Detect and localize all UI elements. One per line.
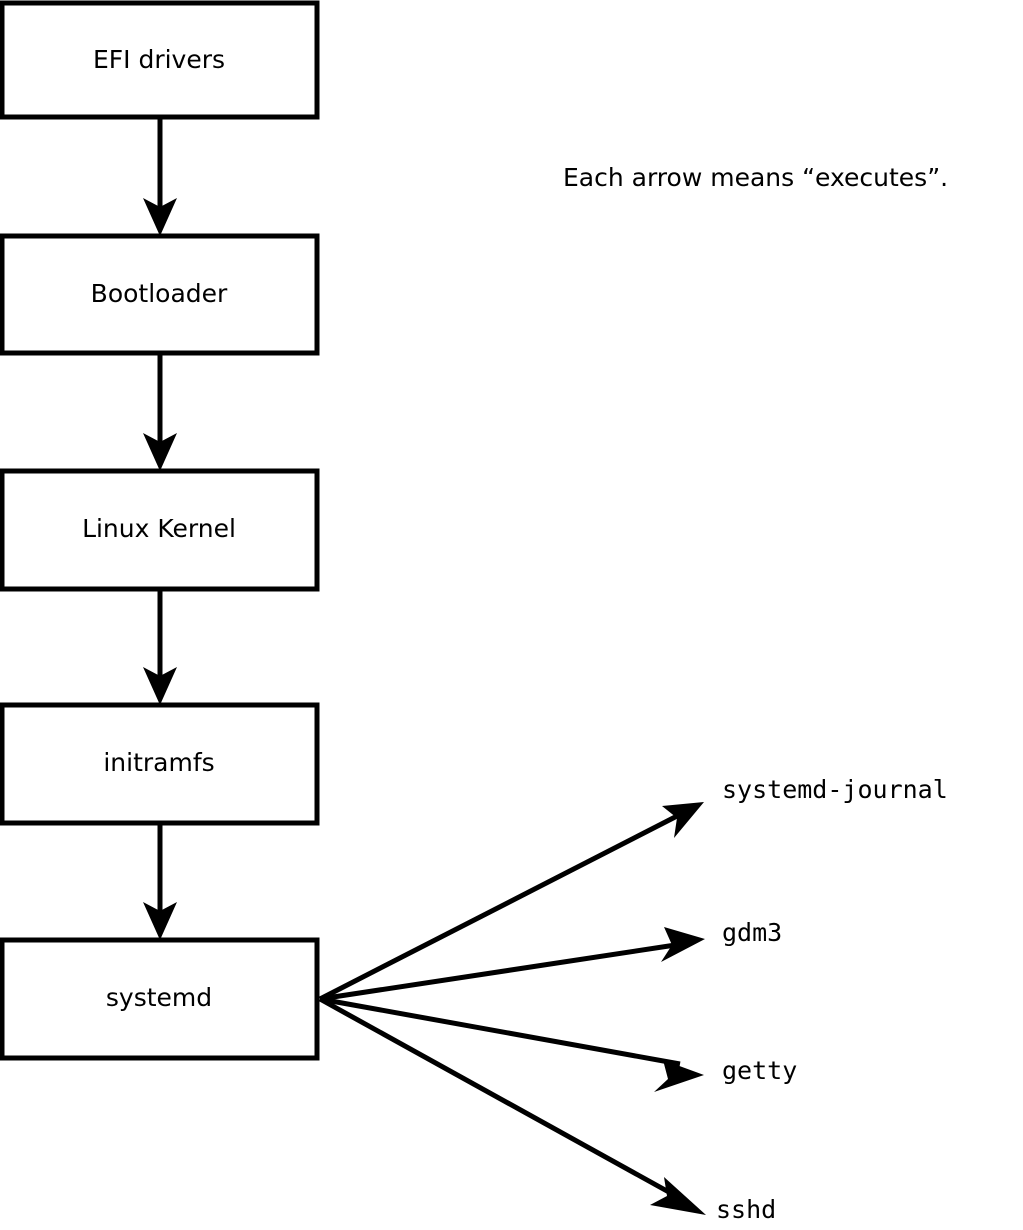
arrow-head-icon [143, 667, 177, 705]
arrow-systemd-to-sshd [318, 996, 706, 1215]
node-bootloader[interactable]: Bootloader [0, 233, 320, 356]
arrow-head-icon [662, 802, 704, 838]
arrow-head-icon [143, 433, 177, 471]
node-initramfs[interactable]: initramfs [0, 702, 320, 826]
arrow-shaft [319, 996, 681, 1067]
arrow-head-icon [650, 1177, 706, 1215]
arrow-head-icon [661, 927, 705, 962]
arrow-head-icon [143, 198, 177, 236]
node-label-bootloader: Bootloader [91, 279, 228, 308]
node-box-efi-drivers[interactable] [0, 0, 320, 120]
node-linux-kernel[interactable]: Linux Kernel [0, 468, 320, 592]
arrow-systemd-to-systemd-journal [318, 802, 704, 1002]
arrow-systemd-to-gdm3 [319, 927, 705, 1002]
arrow-shaft [319, 941, 683, 1002]
arrow-head-icon [654, 1060, 704, 1092]
arrow-linux-kernel-to-initramfs [143, 589, 177, 705]
node-box-bootloader[interactable] [0, 233, 320, 356]
arrow-shaft [318, 811, 683, 1002]
service-label-sshd: sshd [716, 1195, 776, 1224]
node-systemd[interactable]: systemd [0, 937, 320, 1061]
node-label-systemd: systemd [106, 983, 212, 1012]
node-box-initramfs[interactable] [0, 702, 320, 826]
node-efi-drivers[interactable]: EFI drivers [0, 0, 320, 120]
node-label-initramfs: initramfs [103, 748, 214, 777]
service-label-getty: getty [722, 1056, 797, 1085]
arrow-head-icon [143, 902, 177, 940]
arrow-initramfs-to-systemd [143, 823, 177, 940]
service-label-gdm3: gdm3 [722, 918, 782, 947]
arrow-shaft [318, 996, 678, 1199]
service-label-systemd-journal: systemd-journal [722, 775, 948, 804]
node-label-linux-kernel: Linux Kernel [82, 514, 236, 543]
legend-note: Each arrow means “executes”. [563, 163, 948, 192]
node-label-efi-drivers: EFI drivers [93, 45, 225, 74]
node-box-systemd[interactable] [0, 937, 320, 1061]
arrow-bootloader-to-linux-kernel [143, 353, 177, 471]
arrow-systemd-to-getty [319, 996, 704, 1092]
arrow-efi-drivers-to-bootloader [143, 117, 177, 236]
